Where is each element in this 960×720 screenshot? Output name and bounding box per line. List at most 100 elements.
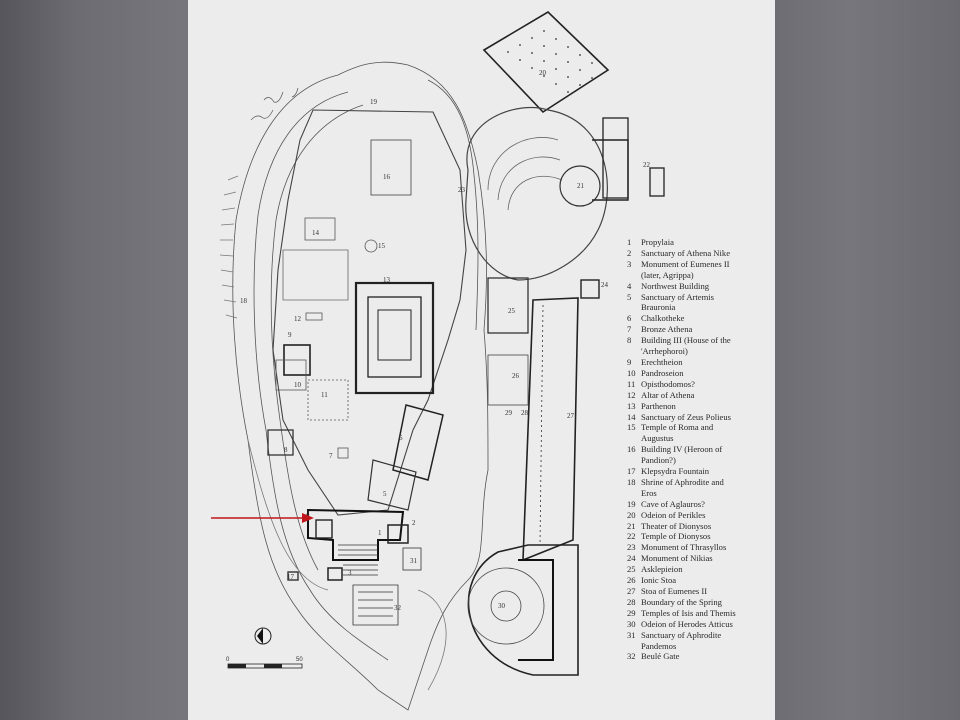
asklepieion	[487, 277, 529, 334]
legend-label: Theater of Dionysos	[641, 520, 712, 531]
herodes-stage	[518, 559, 554, 661]
legend-number: 22	[627, 531, 636, 542]
legend-label: Ionic Stoa	[641, 575, 677, 586]
legend-number: 18	[627, 476, 636, 487]
zeus-polieus	[304, 217, 336, 241]
legend-label: Altar of Athena	[641, 389, 695, 400]
bronze-athena	[337, 447, 349, 459]
map-label-4: 4	[306, 510, 310, 518]
legend-label: Parthenon	[641, 400, 676, 411]
legend-item: 28 Boundary of the Spring	[627, 597, 775, 608]
map-label-20: 20	[539, 69, 547, 77]
legend-label: Northwest Building	[641, 280, 710, 291]
map-label-9: 9	[288, 331, 292, 339]
parthenon-outer	[354, 281, 435, 395]
map-label-26: 26	[512, 372, 520, 380]
athena-nike	[387, 524, 409, 544]
legend-number: 15	[627, 422, 636, 433]
legend-label: Pandroseion	[641, 367, 684, 378]
map-label-29: 29	[505, 409, 513, 417]
map-label-2: 2	[412, 519, 416, 527]
legend-label: Monument of Nikias	[641, 553, 713, 564]
legend-label: Temple of Roma and Augustus	[641, 422, 714, 444]
theater-rings	[487, 137, 563, 211]
legend-label: Monument of Thrasyllos	[641, 542, 727, 553]
chalkotheke	[392, 404, 444, 481]
legend-number: 14	[627, 411, 636, 422]
northwest-building	[315, 519, 333, 539]
beule-gate	[352, 584, 399, 626]
map-label-15: 15	[378, 242, 386, 250]
map-label-18: 18	[240, 297, 248, 305]
north-arrow-icon	[254, 627, 272, 645]
map-label-25: 25	[508, 307, 516, 315]
legend-number: 12	[627, 389, 636, 400]
map-label-28: 28	[521, 409, 529, 417]
map-label-14: 14	[312, 229, 320, 237]
map-label-7: 7	[329, 452, 333, 460]
altar-area	[282, 249, 349, 301]
red-arrow-icon	[211, 513, 314, 523]
legend-label: Shrine of Aphrodite and Eros	[641, 476, 724, 498]
temple-dionysos	[602, 117, 629, 199]
cliff-hatch	[219, 175, 239, 319]
legend-number: 6	[627, 313, 632, 324]
legend-number: 1	[627, 237, 632, 247]
map-label-17: 17	[287, 573, 295, 581]
map-label-22: 22	[643, 161, 651, 169]
legend-label: Sanctuary of Aphrodite Pandemos	[641, 629, 722, 651]
legend-number: 20	[627, 509, 636, 520]
legend-number: 25	[627, 564, 636, 575]
legend-label: Boundary of the Spring	[641, 596, 722, 607]
map-label-24: 24	[601, 281, 609, 289]
legend-number: 27	[627, 586, 636, 596]
scale-end-label: 50	[296, 657, 303, 663]
hill-contour-2	[270, 104, 364, 571]
legend-label: Monument of Eumenes II (later, Agrippa)	[641, 258, 730, 280]
legend-item: 4 Northwest Building	[627, 281, 775, 292]
legend-item: 15 Temple of Roma and Augustus	[627, 422, 775, 444]
map-label-23: 23	[458, 186, 466, 194]
altar-athena	[305, 312, 323, 321]
legend-number: 4	[627, 280, 632, 291]
legend-label: Stoa of Eumenes II	[641, 586, 708, 596]
legend-label: Odeion of Perikles	[641, 509, 706, 520]
legend-item: 27 Stoa of Eumenes II	[627, 586, 775, 597]
propylaia-steps	[338, 544, 378, 576]
legend-item: 23 Monument of Thrasyllos	[627, 542, 775, 553]
legend-label: Opisthodomos?	[641, 378, 695, 389]
legend-number: 28	[627, 596, 636, 607]
odeion-columns	[507, 30, 593, 93]
stoa-eumenes-colonnade	[539, 304, 544, 546]
stoa-eumenes	[522, 297, 579, 562]
legend-number: 16	[627, 444, 636, 455]
herodes-atticus	[467, 544, 579, 676]
legend-label: Erechtheion	[641, 356, 683, 367]
ionic-stoa	[487, 354, 529, 406]
legend-number: 9	[627, 356, 632, 367]
parthenon-inner	[377, 309, 412, 361]
legend-label: Temples of Isis and Themis	[641, 607, 736, 618]
legend-label: Sanctuary of Artemis Brauronia	[641, 291, 715, 313]
legend-number: 23	[627, 542, 636, 553]
north-scarp	[250, 87, 299, 121]
legend-label: Cave of Aglauros?	[641, 498, 705, 509]
legend-number: 8	[627, 335, 632, 346]
map-label-5: 5	[383, 490, 387, 498]
hill-contour-1	[253, 91, 389, 661]
agrippa-monument	[327, 567, 343, 581]
map-label-30: 30	[498, 602, 506, 610]
legend-label: Odeion of Herodes Atticus	[641, 618, 733, 629]
building-iii	[267, 429, 294, 456]
